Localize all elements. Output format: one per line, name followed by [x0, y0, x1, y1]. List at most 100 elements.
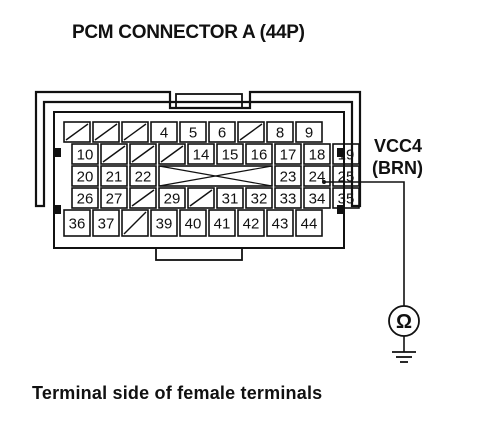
- connector-key: [155, 247, 243, 261]
- terminal-number: 8: [276, 125, 284, 142]
- terminal-number: 10: [77, 147, 94, 164]
- terminal-9: 9: [295, 121, 323, 143]
- terminal-number: 9: [305, 125, 313, 142]
- terminal-number: 5: [189, 125, 197, 142]
- blank-terminal-block: [158, 165, 273, 187]
- terminal-number: 37: [98, 216, 115, 233]
- terminal-unused: [187, 187, 215, 209]
- terminal-number: 42: [243, 216, 260, 233]
- terminal-number: 6: [218, 125, 226, 142]
- probe-point: [322, 180, 326, 184]
- left-peg-upper: [54, 148, 61, 157]
- left-peg-lower: [54, 205, 61, 214]
- terminal-unused: [158, 143, 186, 165]
- terminal-10: 10: [71, 143, 99, 165]
- terminal-blank: [217, 166, 243, 186]
- terminal-number: 16: [251, 147, 268, 164]
- right-peg-upper: [337, 148, 344, 157]
- terminal-21: 21: [100, 165, 128, 187]
- terminal-number: 40: [185, 216, 202, 233]
- terminal-17: 17: [274, 143, 302, 165]
- wire-color-label: (BRN): [372, 158, 423, 178]
- terminal-33: 33: [274, 187, 302, 209]
- connector-latch: [175, 93, 243, 109]
- terminal-42: 42: [237, 209, 265, 237]
- terminal-number: 15: [222, 147, 239, 164]
- terminal-34: 34: [303, 187, 331, 209]
- terminal-number: 29: [164, 191, 181, 208]
- diagram-caption: Terminal side of female terminals: [32, 383, 323, 403]
- terminal-number: 24: [309, 169, 326, 186]
- terminal-number: 14: [193, 147, 210, 164]
- terminal-number: 20: [77, 169, 94, 186]
- terminal-number: 17: [280, 147, 297, 164]
- terminal-43: 43: [266, 209, 294, 237]
- terminal-26: 26: [71, 187, 99, 209]
- terminal-unused: [121, 209, 149, 237]
- terminal-unused: [237, 121, 265, 143]
- terminal-number: 27: [106, 191, 123, 208]
- terminal-number: 39: [156, 216, 173, 233]
- ground-icon: [392, 351, 416, 363]
- terminal-23: 23: [274, 165, 302, 187]
- terminal-29: 29: [158, 187, 186, 209]
- terminal-20: 20: [71, 165, 99, 187]
- terminal-22: 22: [129, 165, 157, 187]
- terminal-31: 31: [216, 187, 244, 209]
- terminal-number: 34: [309, 191, 326, 208]
- terminal-36: 36: [63, 209, 91, 237]
- probe-wire: [324, 181, 405, 306]
- terminal-number: 31: [222, 191, 239, 208]
- terminal-number: 4: [160, 125, 168, 142]
- terminal-number: 19: [338, 147, 355, 164]
- terminal-blank: [188, 166, 214, 186]
- terminal-number: 44: [301, 216, 318, 233]
- terminal-grid: 4 5 6 8 9 10 14 15 16 17 18 19 20 21 22 23 24 25 26 27 29 31 3…: [63, 121, 360, 237]
- terminal-15: 15: [216, 143, 244, 165]
- terminal-40: 40: [179, 209, 207, 237]
- terminal-41: 41: [208, 209, 236, 237]
- terminal-44: 44: [295, 209, 323, 237]
- terminal-number: 26: [77, 191, 94, 208]
- terminal-24: 24: [303, 165, 331, 187]
- terminal-unused: [121, 121, 149, 143]
- terminal-35: 35: [332, 187, 360, 209]
- terminal-19: 19: [332, 143, 360, 165]
- terminal-25: 25: [332, 165, 360, 187]
- connector-housing: [34, 90, 362, 208]
- terminal-number: 23: [280, 169, 297, 186]
- terminal-number: 21: [106, 169, 123, 186]
- right-peg-lower: [337, 205, 344, 214]
- terminal-blank: [246, 166, 272, 186]
- terminal-unused: [63, 121, 91, 143]
- terminal-8: 8: [266, 121, 294, 143]
- terminal-number: 18: [309, 147, 326, 164]
- terminal-16: 16: [245, 143, 273, 165]
- terminal-unused: [92, 121, 120, 143]
- terminal-39: 39: [150, 209, 178, 237]
- wire-name-label: VCC4: [374, 136, 422, 156]
- page-title: PCM CONNECTOR A (44P): [72, 22, 305, 43]
- terminal-18: 18: [303, 143, 331, 165]
- terminal-4: 4: [150, 121, 178, 143]
- terminal-blank: [159, 166, 185, 186]
- terminal-6: 6: [208, 121, 236, 143]
- terminal-32: 32: [245, 187, 273, 209]
- terminal-number: 41: [214, 216, 231, 233]
- terminal-27: 27: [100, 187, 128, 209]
- terminal-37: 37: [92, 209, 120, 237]
- terminal-number: 35: [338, 191, 355, 208]
- terminal-unused: [129, 187, 157, 209]
- terminal-unused: [129, 143, 157, 165]
- terminal-number: 36: [69, 216, 86, 233]
- terminal-number: 43: [272, 216, 289, 233]
- ohm-symbol: Ω: [396, 311, 412, 333]
- terminal-unused: [100, 143, 128, 165]
- terminal-5: 5: [179, 121, 207, 143]
- terminal-number: 22: [135, 169, 152, 186]
- terminal-number: 25: [338, 169, 355, 186]
- terminal-number: 32: [251, 191, 268, 208]
- terminal-14: 14: [187, 143, 215, 165]
- terminal-number: 33: [280, 191, 297, 208]
